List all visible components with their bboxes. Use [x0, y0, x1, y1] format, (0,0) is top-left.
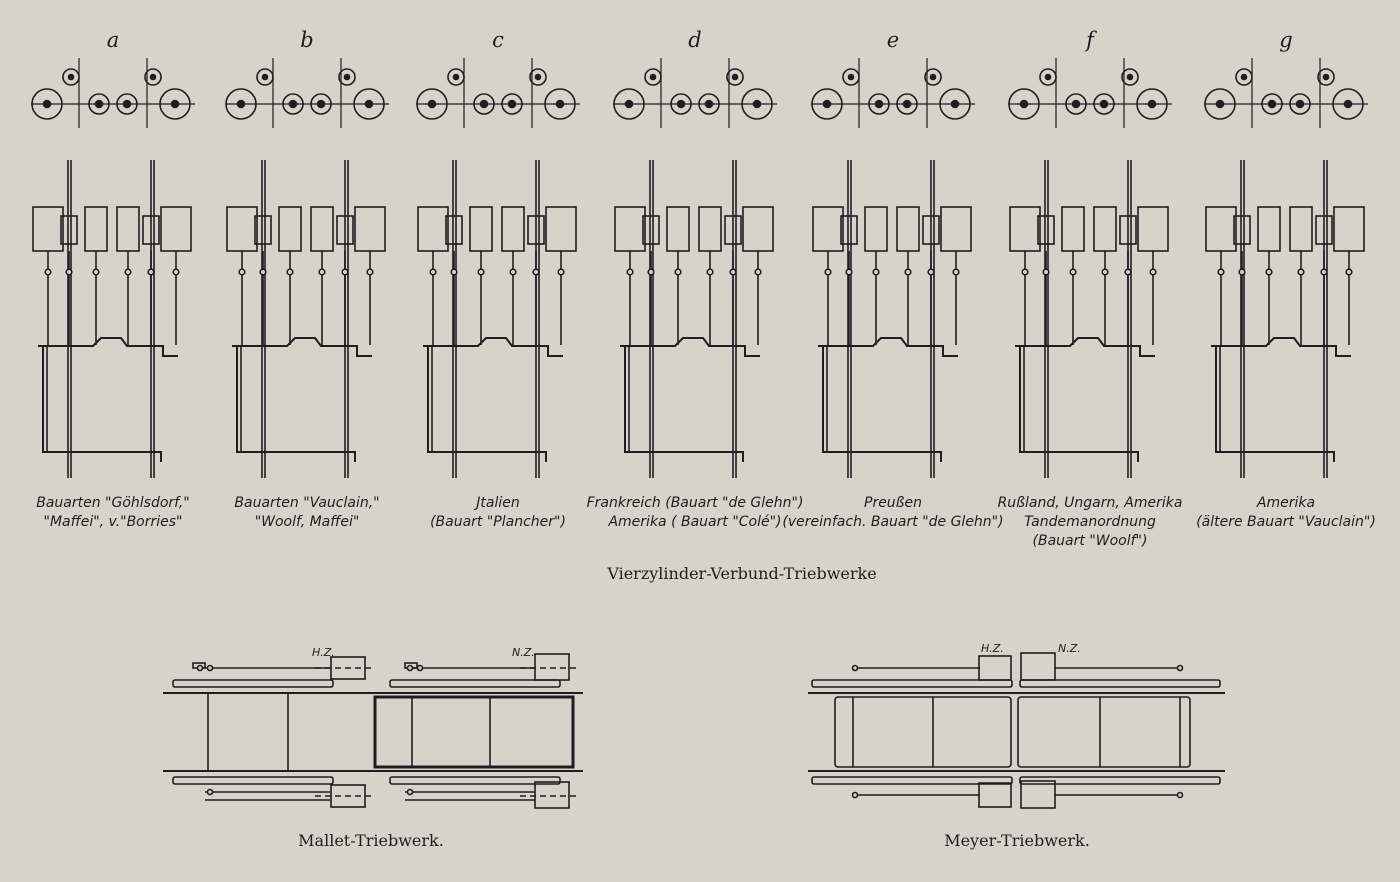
variant-letter: g — [1279, 28, 1292, 52]
variant-b: b — [225, 28, 389, 478]
variant-caption-line: Tandemanordnung — [1024, 514, 1156, 530]
variant-caption-line: (vereinfach. Bauart "de Glehn") — [782, 514, 1003, 530]
variant-caption: Jtalien (Bauart "Plancher") — [430, 495, 566, 530]
variant-letter: a — [107, 28, 120, 52]
variant-g: g — [1204, 28, 1368, 478]
variant-e: e — [811, 28, 975, 478]
mallet-hp-label: H.Z. — [312, 646, 335, 659]
variant-letter: e — [887, 28, 899, 52]
variant-caption-line: Frankreich (Bauart "de Glehn") — [587, 495, 804, 511]
meyer-diagram — [808, 652, 1225, 809]
mallet-diagram — [163, 653, 583, 809]
variant-a: a — [31, 28, 195, 478]
mallet-title: Mallet-Triebwerk. — [298, 831, 444, 850]
variant-letter: c — [492, 28, 504, 52]
variant-caption-line: (ältere Bauart "Vauclain") — [1196, 514, 1376, 530]
main-title: Vierzylinder-Verbund-Triebwerke — [606, 564, 876, 583]
variant-caption-line: Amerika — [1256, 495, 1315, 511]
variant-caption: Bauarten "Göhlsdorf," "Maffei", v."Borrie… — [36, 495, 190, 530]
meyer-title: Meyer-Triebwerk. — [944, 831, 1090, 850]
variant-caption-line: Bauarten "Göhlsdorf," — [36, 495, 190, 511]
variant-d: d — [613, 28, 777, 478]
variant-caption-line: Rußland, Ungarn, Amerika — [998, 495, 1183, 511]
mallet-lp-label: N.Z. — [512, 646, 535, 659]
variant-caption: Frankreich (Bauart "de Glehn") Amerika ( … — [587, 495, 804, 530]
variant-f: f — [1008, 28, 1172, 478]
variant-letter: f — [1084, 28, 1097, 52]
variant-caption: Bauarten "Vauclain," "Woolf, Maffei" — [234, 495, 379, 530]
variant-caption-line: Amerika ( Bauart "Colé") — [607, 514, 781, 530]
variant-caption-line: "Maffei", v."Borries" — [44, 514, 183, 530]
variant-c: c — [416, 28, 580, 478]
variant-letter: b — [300, 28, 313, 52]
variant-caption-line: "Woolf, Maffei" — [255, 514, 360, 530]
variant-caption: Amerika (ältere Bauart "Vauclain") — [1196, 495, 1376, 530]
variant-caption: Preußen (vereinfach. Bauart "de Glehn") — [782, 495, 1003, 530]
variant-letter: d — [688, 28, 701, 52]
variant-caption-line: Bauarten "Vauclain," — [234, 495, 379, 511]
variant-caption-line: (Bauart "Woolf") — [1033, 533, 1148, 549]
meyer-lp-label: N.Z. — [1058, 642, 1081, 655]
meyer-hp-label: H.Z. — [981, 642, 1004, 655]
variant-caption-line: Preußen — [864, 495, 922, 511]
variant-caption-line: Jtalien — [473, 495, 519, 511]
variant-caption-line: (Bauart "Plancher") — [430, 514, 566, 530]
